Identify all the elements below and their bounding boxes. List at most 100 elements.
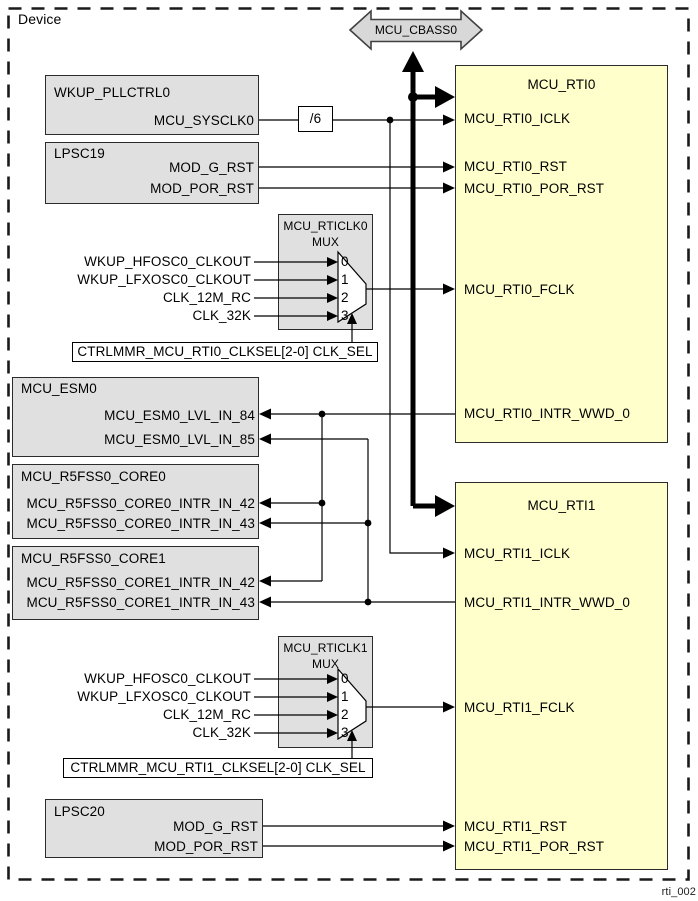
wire-lpsc19-rst bbox=[259, 161, 455, 194]
junction-dot bbox=[364, 598, 372, 606]
port-label-rti0-por-rst: MCU_RTI0_POR_RST bbox=[464, 181, 605, 196]
block-lpsc20: LPSC20 MOD_G_RST MOD_POR_RST bbox=[45, 799, 263, 858]
port-label-mcu-sysclk0: MCU_SYSCLK0 bbox=[153, 113, 254, 128]
wire-mux1-out-fclk1 bbox=[366, 701, 455, 713]
port-label-core0-intr-in-42: MCU_R5FSS0_CORE0_INTR_IN_42 bbox=[26, 496, 255, 511]
port-label-rti1-por-rst: MCU_RTI1_POR_RST bbox=[464, 839, 605, 854]
mux1-pin-number-3: 3 bbox=[341, 725, 349, 740]
device-label: Device bbox=[18, 11, 62, 27]
arrow-right-icon bbox=[443, 547, 455, 559]
block-title: MCU_RTICLK0 bbox=[283, 219, 368, 233]
mux0-input-label-3: CLK_32K bbox=[192, 308, 251, 323]
wire-sysclk0-iclk0 bbox=[259, 114, 455, 126]
divide-by-6-label: /6 bbox=[309, 111, 322, 126]
port-label-mod-por-rst: MOD_POR_RST bbox=[150, 181, 254, 196]
arrow-right-icon bbox=[443, 114, 455, 126]
block-title: LPSC19 bbox=[54, 146, 105, 161]
port-label-core1-intr-in-43: MCU_R5FSS0_CORE1_INTR_IN_43 bbox=[26, 595, 255, 610]
mux0-input-label-2: CLK_12M_RC bbox=[162, 290, 251, 305]
port-label-rti1-rst: MCU_RTI1_RST bbox=[464, 819, 567, 834]
block-mcu-esm0: MCU_ESM0 MCU_ESM0_LVL_IN_84 MCU_ESM0_LVL… bbox=[12, 377, 259, 457]
arrow-right-icon bbox=[435, 495, 455, 517]
port-label-rti0-rst: MCU_RTI0_RST bbox=[464, 159, 567, 174]
junction-dot bbox=[386, 116, 394, 124]
arrow-up-icon bbox=[402, 51, 424, 72]
mux0-input-label-0: WKUP_HFOSC0_CLKOUT bbox=[84, 254, 251, 269]
divide-by-6-box: /6 bbox=[298, 106, 333, 132]
mux0-pin-number-2: 2 bbox=[341, 290, 349, 305]
wire-iclk1-branch bbox=[389, 120, 455, 559]
block-mcu-rticlk1-mux: MCU_RTICLK1 MUX bbox=[278, 636, 373, 748]
wire-cbass-trunk bbox=[402, 51, 455, 517]
wire-rti1-wwd-net bbox=[259, 433, 455, 608]
wire-lpsc20-rst bbox=[263, 820, 455, 852]
bus-label: MCU_CBASS0 bbox=[374, 23, 458, 37]
block-subtitle: MUX bbox=[312, 235, 339, 249]
mux1-pin-number-0: 0 bbox=[341, 671, 349, 686]
figure-id: rti_002 bbox=[661, 886, 696, 898]
arrow-left-icon bbox=[259, 596, 271, 608]
arrow-right-icon bbox=[443, 820, 455, 832]
junction-dot bbox=[318, 499, 326, 507]
block-subtitle: MUX bbox=[312, 657, 339, 671]
mux1-pin-number-1: 1 bbox=[341, 689, 349, 704]
port-label-rti1-fclk: MCU_RTI1_FCLK bbox=[464, 700, 575, 715]
clksel1-box: CTRLMMR_MCU_RTI1_CLKSEL[2-0] CLK_SEL bbox=[63, 758, 373, 778]
block-title: MCU_ESM0 bbox=[21, 381, 97, 396]
block-mcu-rti0: MCU_RTI0 MCU_RTI0_ICLK MCU_RTI0_RST MCU_… bbox=[455, 65, 668, 443]
arrow-left-icon bbox=[259, 408, 271, 420]
arrow-left-icon bbox=[259, 517, 271, 529]
arrow-right-icon bbox=[435, 86, 455, 108]
mux1-pin-number-2: 2 bbox=[341, 707, 349, 722]
arrow-right-icon bbox=[443, 283, 455, 295]
mux0-pin-number-0: 0 bbox=[341, 254, 349, 269]
arrow-left-icon bbox=[259, 575, 271, 587]
clksel0-label: CTRLMMR_MCU_RTI0_CLKSEL[2-0] CLK_SEL bbox=[77, 344, 373, 359]
junction-dot bbox=[364, 519, 372, 527]
block-title: MCU_R5FSS0_CORE1 bbox=[21, 551, 166, 566]
block-mcu-rti1: MCU_RTI1 MCU_RTI1_ICLK MCU_RTI1_INTR_WWD… bbox=[455, 482, 668, 870]
port-label-mod-g-rst: MOD_G_RST bbox=[173, 819, 258, 834]
block-mcu-r5fss0-core0: MCU_R5FSS0_CORE0 MCU_R5FSS0_CORE0_INTR_I… bbox=[12, 464, 259, 539]
clksel1-label: CTRLMMR_MCU_RTI1_CLKSEL[2-0] CLK_SEL bbox=[70, 760, 366, 775]
block-mcu-r5fss0-core1: MCU_R5FSS0_CORE1 MCU_R5FSS0_CORE1_INTR_I… bbox=[12, 546, 259, 620]
block-title: MCU_RTI1 bbox=[527, 498, 596, 513]
block-lpsc19: LPSC19 MOD_G_RST MOD_POR_RST bbox=[45, 142, 259, 204]
arrow-right-icon bbox=[443, 182, 455, 194]
block-title: MCU_RTICLK1 bbox=[283, 641, 368, 655]
port-label-mod-g-rst: MOD_G_RST bbox=[169, 160, 254, 175]
port-label-rti0-intr-wwd-0: MCU_RTI0_INTR_WWD_0 bbox=[464, 406, 630, 421]
block-title: MCU_R5FSS0_CORE0 bbox=[21, 469, 166, 484]
arrow-right-icon bbox=[443, 161, 455, 173]
port-label-esm0-lvl-in-85: MCU_ESM0_LVL_IN_85 bbox=[104, 432, 255, 447]
block-title: LPSC20 bbox=[54, 804, 105, 819]
arrow-left-icon bbox=[259, 433, 271, 445]
port-label-mod-por-rst: MOD_POR_RST bbox=[154, 839, 258, 854]
block-mcu-rticlk0-mux: MCU_RTICLK0 MUX bbox=[278, 214, 373, 330]
arrow-left-icon bbox=[259, 497, 271, 509]
port-label-core0-intr-in-43: MCU_R5FSS0_CORE0_INTR_IN_43 bbox=[26, 516, 255, 531]
block-wkup-pllctrl0: WKUP_PLLCTRL0 MCU_SYSCLK0 bbox=[45, 75, 259, 135]
mux1-input-label-0: WKUP_HFOSC0_CLKOUT bbox=[84, 671, 251, 686]
mux0-pin-number-1: 1 bbox=[341, 272, 349, 287]
wire-mux0-out-fclk0 bbox=[366, 283, 455, 295]
mux1-input-label-2: CLK_12M_RC bbox=[162, 707, 251, 722]
arrow-right-icon bbox=[443, 840, 455, 852]
junction-dot bbox=[318, 410, 326, 418]
mux1-input-label-1: WKUP_LFXOSC0_CLKOUT bbox=[77, 689, 251, 704]
junction-dot bbox=[408, 92, 418, 102]
port-label-rti1-intr-wwd-0: MCU_RTI1_INTR_WWD_0 bbox=[464, 595, 630, 610]
port-label-core1-intr-in-42: MCU_R5FSS0_CORE1_INTR_IN_42 bbox=[26, 575, 255, 590]
wire-rti0-wwd-net bbox=[259, 408, 455, 587]
arrow-right-icon bbox=[443, 701, 455, 713]
port-label-esm0-lvl-in-84: MCU_ESM0_LVL_IN_84 bbox=[104, 408, 255, 423]
mux0-input-label-1: WKUP_LFXOSC0_CLKOUT bbox=[77, 272, 251, 287]
mux0-pin-number-3: 3 bbox=[341, 308, 349, 323]
block-title: MCU_RTI0 bbox=[527, 77, 596, 92]
port-label-rti1-iclk: MCU_RTI1_ICLK bbox=[464, 546, 571, 561]
port-label-rti0-fclk: MCU_RTI0_FCLK bbox=[464, 282, 575, 297]
clksel0-box: CTRLMMR_MCU_RTI0_CLKSEL[2-0] CLK_SEL bbox=[72, 342, 378, 362]
mux1-input-label-3: CLK_32K bbox=[192, 725, 251, 740]
block-title: WKUP_PLLCTRL0 bbox=[54, 85, 171, 100]
